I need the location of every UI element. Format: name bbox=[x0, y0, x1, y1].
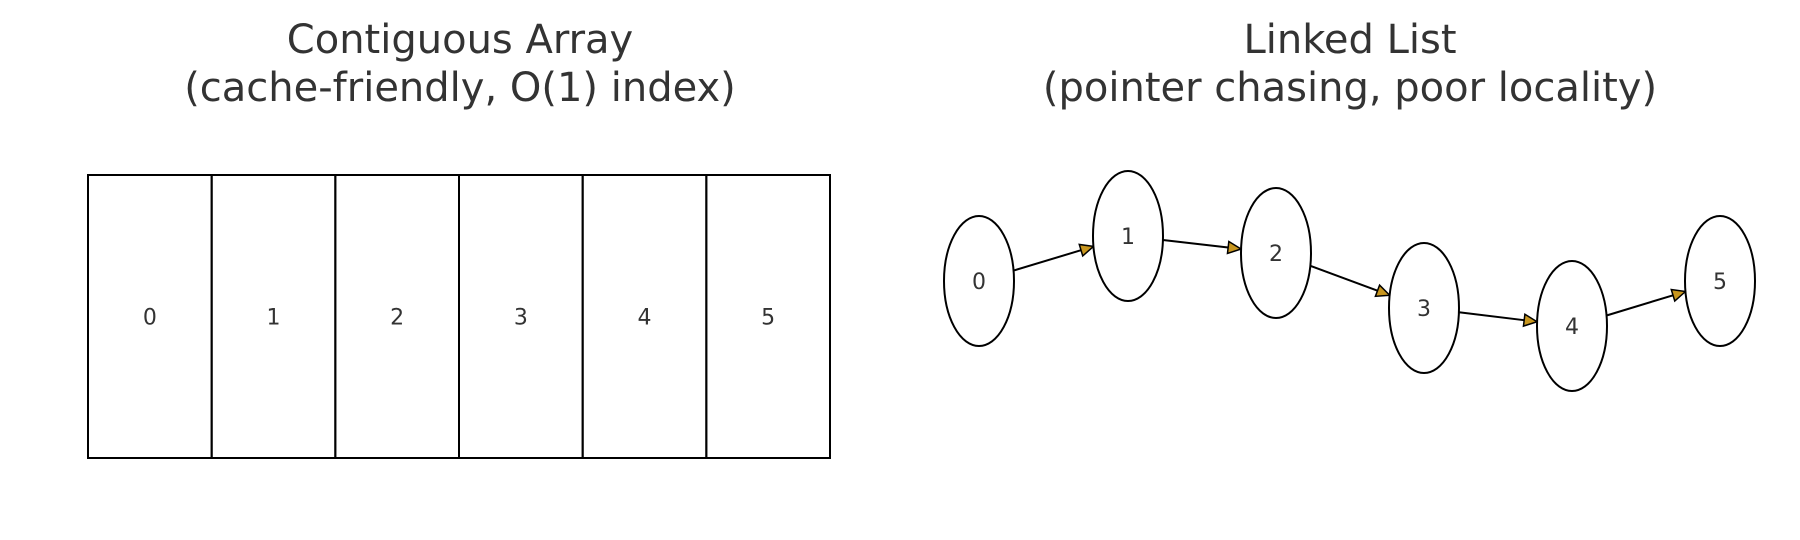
arrow-shaft bbox=[1309, 264, 1378, 292]
pointer-arrow bbox=[1162, 239, 1243, 255]
list-node-label: 5 bbox=[1713, 270, 1727, 295]
arrow-shaft bbox=[1162, 239, 1229, 249]
array-panel-title: Contiguous Array (cache-friendly, O(1) i… bbox=[0, 16, 920, 112]
array-cell: 4 bbox=[581, 174, 708, 459]
arrowhead-icon bbox=[1670, 288, 1688, 303]
list-node-ellipse bbox=[1092, 170, 1164, 302]
list-node-ellipse bbox=[1684, 215, 1756, 347]
array-cell: 0 bbox=[87, 174, 213, 459]
arrowhead-icon bbox=[1226, 240, 1243, 255]
array-cell: 5 bbox=[705, 174, 831, 459]
arrow-shaft bbox=[1013, 249, 1082, 272]
array-cell-label: 4 bbox=[638, 306, 652, 331]
list-title-line-2: (pointer chasing, poor locality) bbox=[1042, 65, 1658, 111]
list-node: 4 bbox=[1536, 260, 1608, 392]
list-node: 5 bbox=[1684, 215, 1756, 347]
array-cell-label: 5 bbox=[761, 306, 775, 331]
list-node-ellipse bbox=[1388, 242, 1460, 374]
list-node-ellipse bbox=[1536, 260, 1608, 392]
arrowhead-icon bbox=[1374, 283, 1392, 298]
list-node: 3 bbox=[1388, 242, 1460, 374]
array-cell: 2 bbox=[334, 174, 461, 459]
list-node: 0 bbox=[943, 215, 1015, 347]
array-cell-label: 0 bbox=[143, 306, 157, 331]
array-cell: 3 bbox=[458, 174, 584, 459]
array-cell-label: 3 bbox=[514, 306, 528, 331]
list-node-ellipse bbox=[1240, 187, 1312, 319]
array-cell-label: 1 bbox=[267, 306, 281, 331]
list-node-label: 2 bbox=[1269, 242, 1283, 267]
list-node-label: 4 bbox=[1565, 315, 1579, 340]
list-node-label: 0 bbox=[972, 270, 986, 295]
list-title-line-1: Linked List bbox=[1243, 17, 1457, 63]
array-title-line-1: Contiguous Array bbox=[286, 17, 634, 63]
array-cell-label: 2 bbox=[390, 306, 404, 331]
array-cell-box bbox=[705, 174, 831, 459]
list-node-label: 1 bbox=[1121, 225, 1135, 250]
arrowhead-icon bbox=[1078, 243, 1096, 258]
list-panel-title: Linked List (pointer chasing, poor local… bbox=[900, 16, 1800, 112]
list-node: 1 bbox=[1092, 170, 1164, 302]
list-node: 2 bbox=[1240, 187, 1312, 319]
pointer-arrow bbox=[1458, 311, 1539, 328]
linked-list: 0 1 2 3 4 5 bbox=[943, 170, 1756, 392]
arrow-shaft bbox=[1606, 294, 1674, 317]
list-node-label: 3 bbox=[1417, 297, 1431, 322]
pointer-arrow bbox=[1013, 243, 1096, 272]
array-title-line-2: (cache-friendly, O(1) index) bbox=[184, 65, 736, 111]
contiguous-array: 0 1 2 3 4 5 bbox=[87, 174, 831, 459]
arrow-shaft bbox=[1458, 311, 1525, 322]
arrowhead-icon bbox=[1522, 312, 1539, 328]
pointer-arrow bbox=[1606, 288, 1688, 317]
list-node-ellipse bbox=[943, 215, 1015, 347]
array-cell: 1 bbox=[210, 174, 337, 459]
pointer-arrow bbox=[1309, 264, 1392, 298]
